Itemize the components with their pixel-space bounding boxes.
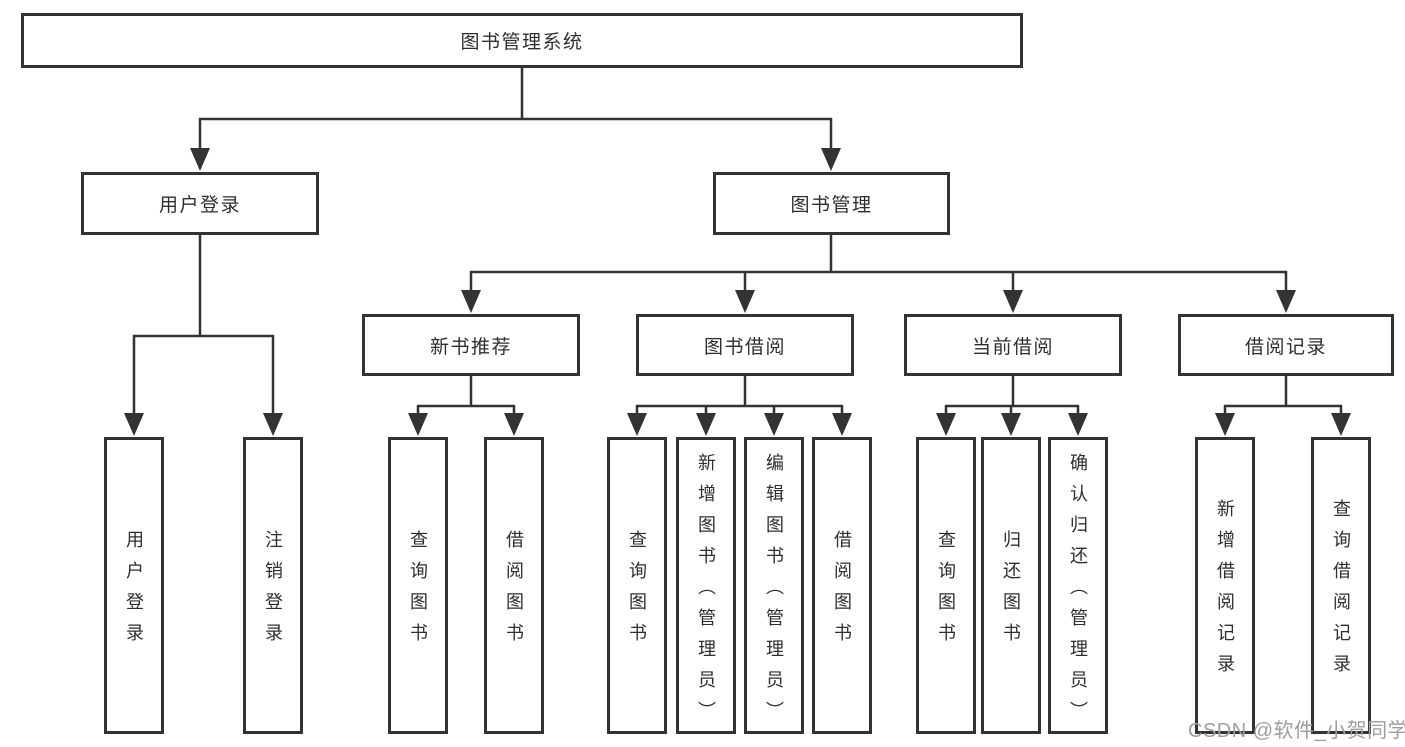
leaf-borrow-books-recommend: 借阅图书 [484,437,544,734]
node-library-system-label: 图书管理系统 [460,32,584,53]
leaf-user-login: 用户登录 [104,437,164,734]
leaf-query-borrow-record: 查询借阅记录 [1311,437,1371,734]
leaf-edit-books-admin: 编辑图书（管理员） [744,437,804,734]
connector-lines [132,68,1343,415]
arrowhead-icons [124,148,1351,436]
node-book-borrowing: 图书借阅 [636,314,854,376]
leaf-query-books-current: 查询图书 [916,437,976,734]
leaf-logout-login: 注销登录 [243,437,303,734]
node-new-book-recommendation-label: 新书推荐 [429,336,512,358]
node-borrowing-records: 借阅记录 [1178,314,1394,376]
leaf-query-books-recommend-label: 查询图书 [408,530,428,654]
leaf-edit-books-admin-label: 编辑图书（管理员） [764,452,784,732]
leaf-query-books-borrow: 查询图书 [607,437,667,734]
leaf-query-books-recommend: 查询图书 [388,437,448,734]
leaf-return-books: 归还图书 [981,437,1041,734]
node-current-borrowing-label: 当前借阅 [971,336,1054,358]
leaf-query-borrow-record-label: 查询借阅记录 [1331,499,1351,685]
node-new-book-recommendation: 新书推荐 [362,314,580,376]
node-current-borrowing: 当前借阅 [904,314,1122,376]
leaf-add-books-admin-label: 新增图书（管理员） [696,452,716,732]
node-user-login-label: 用户登录 [158,195,241,216]
leaf-borrow-books-recommend-label: 借阅图书 [504,530,524,654]
leaf-borrow-books: 借阅图书 [812,437,872,734]
node-user-login: 用户登录 [81,172,319,235]
leaf-add-borrow-record: 新增借阅记录 [1195,437,1255,734]
leaf-query-books-current-label: 查询图书 [936,530,956,654]
leaf-add-books-admin: 新增图书（管理员） [676,437,736,734]
leaf-user-login-label: 用户登录 [124,530,144,654]
leaf-return-books-label: 归还图书 [1001,530,1021,654]
leaf-logout-login-label: 注销登录 [263,530,283,654]
leaf-confirm-return-admin-label: 确认归还（管理员） [1068,452,1088,732]
node-book-management-label: 图书管理 [790,195,873,216]
csdn-watermark: CSDN @软件_小贺同学 [1188,720,1405,742]
node-library-system: 图书管理系统 [21,13,1023,68]
leaf-borrow-books-label: 借阅图书 [832,530,852,654]
leaf-query-books-borrow-label: 查询图书 [627,530,647,654]
leaf-add-borrow-record-label: 新增借阅记录 [1215,499,1235,685]
node-book-management: 图书管理 [713,172,950,235]
node-borrowing-records-label: 借阅记录 [1244,336,1327,358]
leaf-confirm-return-admin: 确认归还（管理员） [1048,437,1108,734]
node-book-borrowing-label: 图书借阅 [703,336,786,358]
